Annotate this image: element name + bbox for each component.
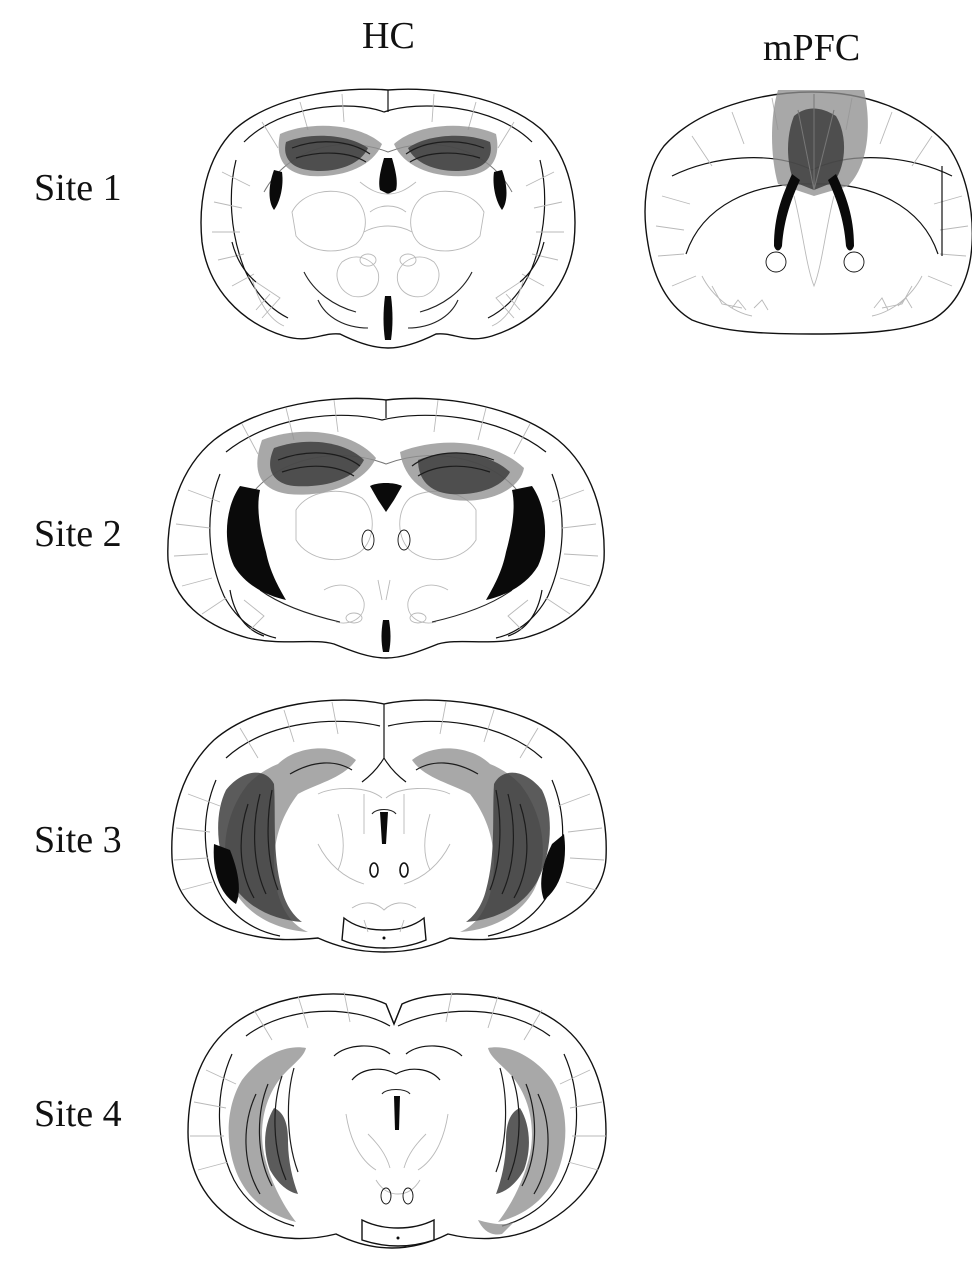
brain-section-site-4-hc [187, 991, 607, 1249]
column-header-hc: HC [362, 15, 415, 57]
brain-section-site-2-hc [167, 397, 605, 659]
brain-section-site-1-mpfc [644, 90, 972, 335]
row-label-site-2: Site 2 [34, 513, 122, 555]
row-label-site-3: Site 3 [34, 819, 122, 861]
row-label-site-4: Site 4 [34, 1093, 122, 1135]
brain-section-site-1-hc [200, 88, 576, 349]
column-header-mpfc: mPFC [763, 27, 861, 69]
row-label-site-1: Site 1 [34, 167, 122, 209]
brain-section-site-3-hc [171, 699, 607, 953]
